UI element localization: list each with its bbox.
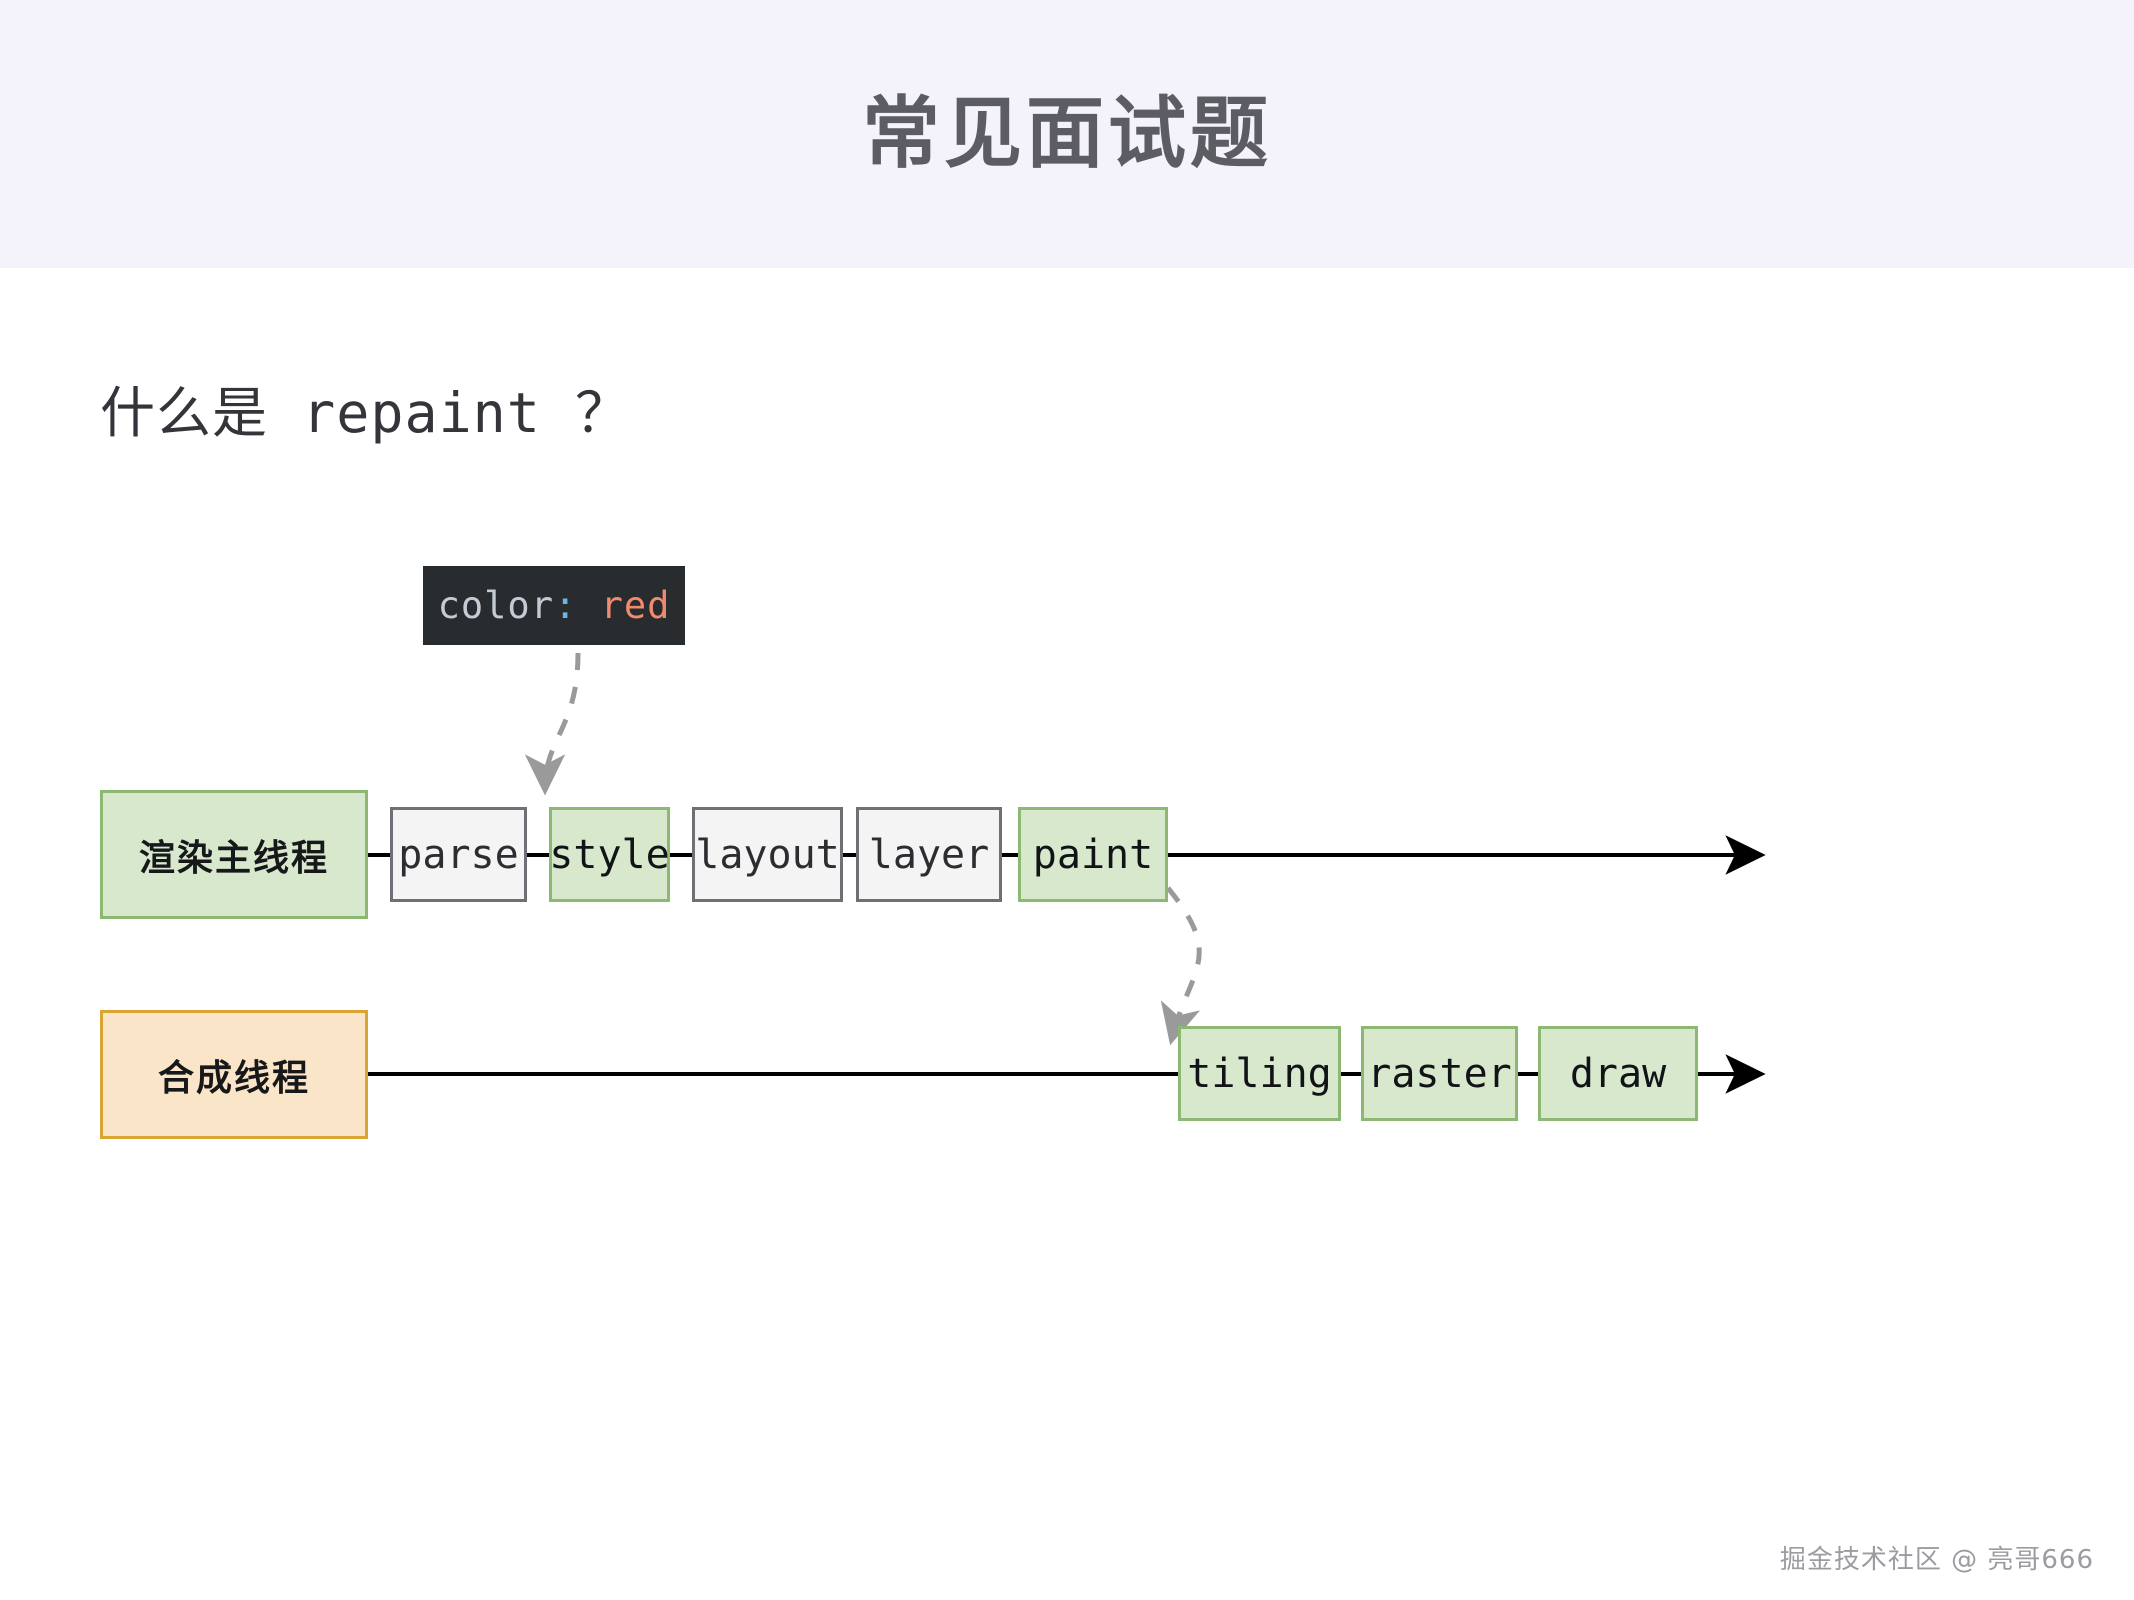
diagram-connector-layer (368, 652, 1766, 1094)
node-step-layer[interactable]: layer (856, 807, 1002, 902)
code-property: color (437, 584, 554, 627)
node-label: parse (398, 831, 519, 878)
node-compositor-thread[interactable]: 合成线程 (100, 1010, 368, 1139)
slide-header: 常见面试题 (0, 0, 2134, 268)
node-step-tiling[interactable]: tiling (1178, 1026, 1341, 1121)
page-title: 常见面试题 (861, 89, 1272, 179)
node-label: paint (1032, 831, 1154, 878)
node-label: draw (1569, 1050, 1667, 1097)
code-value: red (600, 584, 671, 627)
render-pipeline-diagram: color: red 渲染主线程 parse style layout laye… (0, 268, 2134, 1600)
node-step-style[interactable]: style (549, 807, 670, 902)
node-render-main-thread[interactable]: 渲染主线程 (100, 790, 368, 919)
node-step-parse[interactable]: parse (390, 807, 527, 902)
code-colon: : (554, 584, 601, 627)
node-label: 合成线程 (157, 1057, 310, 1099)
node-label: raster (1367, 1050, 1512, 1097)
node-label: layer (868, 831, 990, 878)
code-snippet-badge: color: red (423, 566, 685, 645)
node-step-layout[interactable]: layout (692, 807, 843, 902)
node-label: 渲染主线程 (138, 837, 329, 879)
node-label: style (549, 831, 670, 878)
node-step-paint[interactable]: paint (1018, 807, 1168, 902)
node-step-draw[interactable]: draw (1538, 1026, 1698, 1121)
footer-watermark: 掘金技术社区 @ 亮哥666 (1779, 1545, 2094, 1575)
node-label: layout (695, 831, 840, 878)
question-heading: 什么是 repaint ？ (100, 381, 632, 445)
slide-body: 什么是 repaint ？ (0, 268, 2134, 1600)
node-label: tiling (1187, 1050, 1332, 1097)
node-step-raster[interactable]: raster (1361, 1026, 1518, 1121)
